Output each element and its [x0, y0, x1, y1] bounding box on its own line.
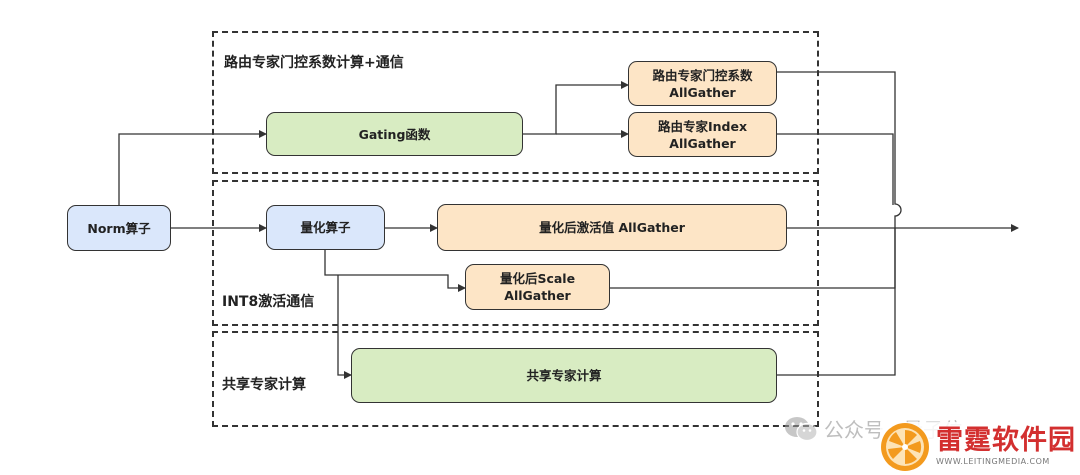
node-gating-label: Gating函数 — [358, 126, 431, 142]
node-route-index-line1: 路由专家Index — [657, 118, 748, 134]
wechat-icon — [785, 416, 818, 441]
edge-quant-to-scale — [324, 250, 466, 292]
region-int8 — [212, 180, 819, 326]
node-gate-coef-line1: 路由专家门控系数 — [652, 67, 753, 83]
node-gate-coef-allgather: 路由专家门控系数 AllGather — [628, 61, 777, 106]
node-quant-scale-line1: 量化后Scale — [499, 271, 576, 286]
brand-name: 雷霆软件园 — [936, 425, 1076, 456]
region-shared-label: 共享专家计算 — [222, 377, 306, 393]
node-route-index-line2: AllGather — [669, 135, 736, 151]
node-quant: 量化算子 — [266, 205, 385, 250]
region-int8-label: INT8激活通信 — [222, 294, 315, 310]
node-norm: Norm算子 — [67, 205, 171, 251]
edge-shared-out — [777, 228, 896, 376]
brand-watermark: 雷霆软件园 WWW.LEITINGMEDIA.COM — [880, 422, 1076, 472]
node-quant-act-allgather: 量化后激活值 AllGather — [437, 204, 787, 251]
node-shared-compute-label: 共享专家计算 — [526, 368, 602, 383]
node-gating: Gating函数 — [266, 112, 523, 156]
brand-url: WWW.LEITINGMEDIA.COM — [936, 457, 1050, 466]
node-quant-scale-line2: AllGather — [504, 288, 571, 303]
region-shared — [212, 331, 819, 427]
node-norm-label: Norm算子 — [87, 220, 151, 236]
node-quant-scale-allgather: 量化后Scale AllGather — [465, 264, 610, 310]
node-shared-compute: 共享专家计算 — [351, 348, 777, 403]
edge-quant-to-shared — [337, 275, 352, 379]
region-routing — [212, 31, 819, 174]
edge-norm-to-gating — [118, 130, 267, 205]
edge-index-out — [777, 133, 894, 205]
node-quant-label: 量化算子 — [300, 220, 351, 235]
orange-slice-logo-icon — [881, 423, 929, 471]
node-quant-act-label: 量化后激活值 AllGather — [539, 220, 685, 235]
node-gate-coef-line2: AllGather — [669, 84, 736, 100]
region-routing-label: 路由专家门控系数计算+通信 — [224, 55, 404, 71]
node-route-index-allgather: 路由专家Index AllGather — [628, 112, 777, 157]
edge-gating-to-coef — [523, 81, 629, 135]
edge-coef-out — [777, 71, 902, 228]
